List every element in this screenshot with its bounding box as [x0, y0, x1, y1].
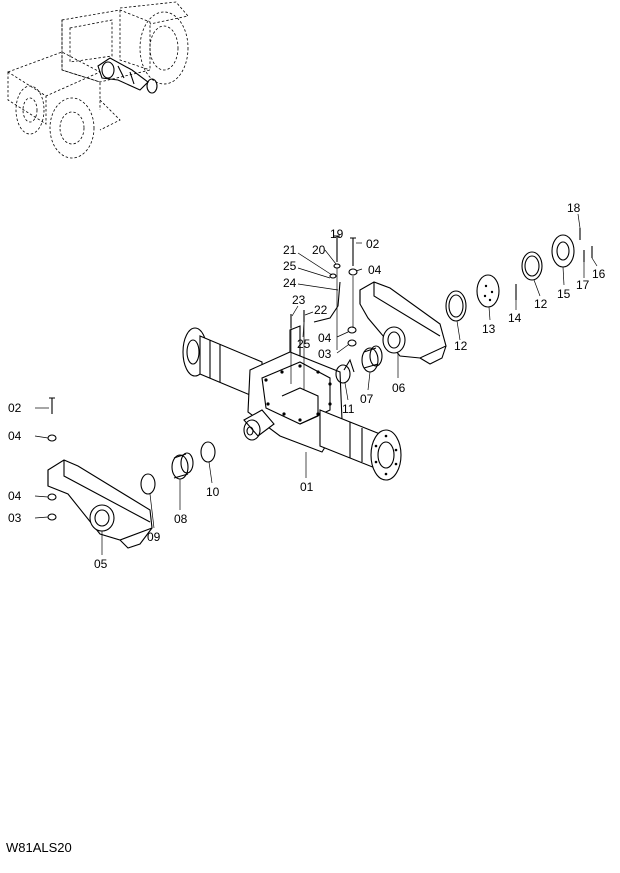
- callout-04-left-top: 04: [8, 429, 22, 443]
- tractor-locator-thumbnail: [7, 1, 189, 159]
- callout-08: 08: [174, 512, 188, 526]
- callout-17: 17: [576, 278, 590, 292]
- callout-06: 06: [392, 381, 406, 395]
- callout-03-left: 03: [8, 511, 22, 525]
- trunnion-bracket-06: [359, 281, 447, 365]
- callout-25-top: 25: [283, 259, 297, 273]
- callout-24: 24: [283, 276, 297, 290]
- callout-04-right-mid: 04: [318, 331, 332, 345]
- callout-01: 01: [300, 480, 314, 494]
- callout-23: 23: [292, 293, 306, 307]
- axle-housing-01: [182, 325, 402, 481]
- callout-02-right: 02: [366, 237, 380, 251]
- callout-09: 09: [147, 530, 161, 544]
- bushings-and-seals: [140, 234, 575, 495]
- callout-11: 11: [342, 402, 355, 416]
- callout-04-left-bottom: 04: [8, 489, 22, 503]
- callout-21: 21: [283, 243, 297, 257]
- callout-02-left: 02: [8, 401, 22, 415]
- callout-05: 05: [94, 557, 108, 571]
- fasteners: [47, 228, 593, 521]
- trunnion-bracket-05: [47, 459, 153, 549]
- callout-25-bottom: 25: [297, 337, 311, 351]
- callout-19: 19: [330, 227, 344, 241]
- callout-22: 22: [314, 303, 328, 317]
- callout-14: 14: [508, 311, 522, 325]
- leader-lines: [34, 213, 598, 555]
- callout-18: 18: [567, 201, 581, 215]
- callout-16: 16: [592, 267, 606, 281]
- callout-12-b: 12: [534, 297, 548, 311]
- callout-07: 07: [360, 392, 374, 406]
- callout-13: 13: [482, 322, 496, 336]
- callout-04-right-top: 04: [368, 263, 382, 277]
- callout-03-right: 03: [318, 347, 332, 361]
- callout-20: 20: [312, 243, 326, 257]
- callout-15: 15: [557, 287, 571, 301]
- callout-10: 10: [206, 485, 220, 499]
- drawing-code-label: W81ALS20: [6, 840, 72, 855]
- callout-12-a: 12: [454, 339, 468, 353]
